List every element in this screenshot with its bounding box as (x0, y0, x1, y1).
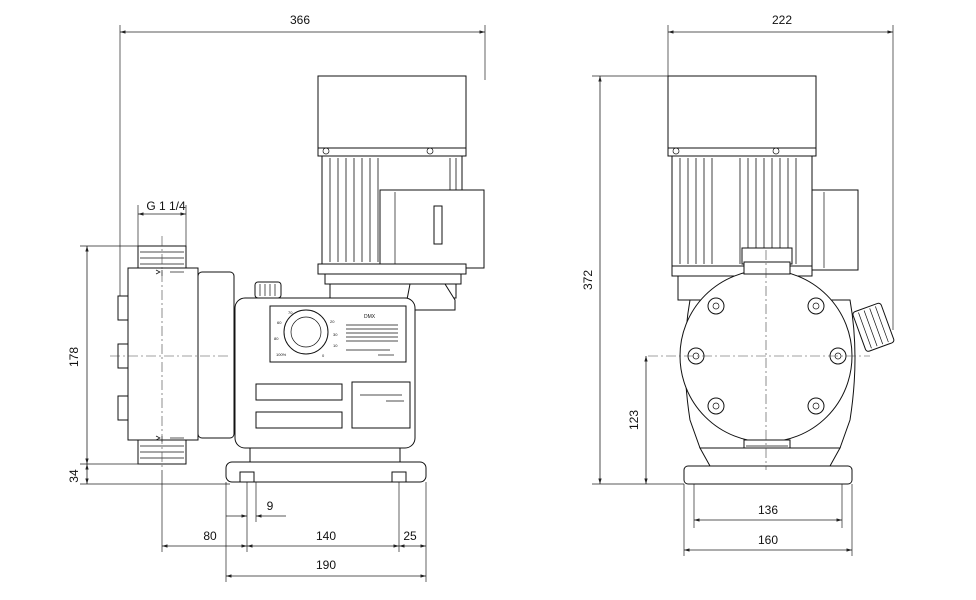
cooling-fins (329, 158, 457, 262)
side-panel-lower (255, 411, 343, 429)
dim-label-34: 34 (67, 469, 81, 483)
dial-30: 30 (333, 332, 338, 337)
dim-label-190: 190 (316, 558, 336, 572)
terminal-label (433, 205, 443, 245)
dim-label-thread: G 1 1/4 (146, 199, 186, 213)
dim-label-123: 123 (627, 410, 641, 430)
dim-label-25: 25 (403, 529, 417, 543)
motor-cap-side (667, 75, 817, 157)
dim-label-160: 160 (758, 533, 778, 547)
valve-top-side (743, 261, 791, 275)
brand-plate (351, 381, 411, 429)
terminal-box (379, 189, 485, 269)
foot-plate-side (683, 465, 853, 485)
base-front (225, 447, 427, 483)
dial-100: 100% (276, 352, 287, 357)
capacity-knob[interactable] (254, 281, 282, 299)
motor-front (317, 75, 485, 311)
foot-pad-right (391, 471, 407, 483)
dim-label-140: 140 (316, 529, 336, 543)
dim-label-178: 178 (67, 347, 81, 367)
foot-plate (225, 461, 427, 483)
diaphragm-flange (197, 271, 235, 439)
dial-60: 60 (277, 320, 282, 325)
stroke-dial[interactable] (283, 309, 329, 355)
dim-label-372: 372 (581, 270, 595, 290)
dosing-head-front (117, 245, 235, 465)
model-label: DMX (364, 314, 376, 320)
nameplate-text-lines (346, 324, 398, 356)
foot-bracket (249, 447, 401, 463)
pump-head-side (679, 261, 895, 465)
base-side (683, 447, 853, 485)
cooling-fins-side (679, 158, 797, 264)
dial-0: 0 (322, 353, 325, 358)
drive-housing: 70 60 80 20 30 10 100% 0 DMX (234, 281, 416, 449)
foot-neck-side (699, 447, 841, 467)
dial-20: 20 (330, 319, 335, 324)
side-view: 222 (581, 13, 895, 556)
terminal-box-side (811, 189, 859, 271)
dosing-head (127, 267, 199, 441)
dim-label-222: 222 (772, 13, 792, 27)
dim-label-366: 366 (290, 13, 310, 27)
dim-label-136: 136 (758, 503, 778, 517)
front-view: 366 (67, 13, 486, 582)
motor-cap-rim (317, 147, 467, 157)
dial-80: 80 (274, 336, 279, 341)
dial-10: 10 (333, 343, 338, 348)
capacity-knob-side[interactable] (852, 302, 895, 352)
motor-cap (317, 75, 467, 157)
dim-label-80: 80 (203, 529, 217, 543)
foot-pad-left (239, 471, 255, 483)
dim-label-9: 9 (267, 499, 274, 513)
dial-70: 70 (288, 310, 293, 315)
motor-flange (317, 263, 467, 275)
side-panel-upper (255, 383, 343, 401)
head-bolts (687, 297, 847, 415)
